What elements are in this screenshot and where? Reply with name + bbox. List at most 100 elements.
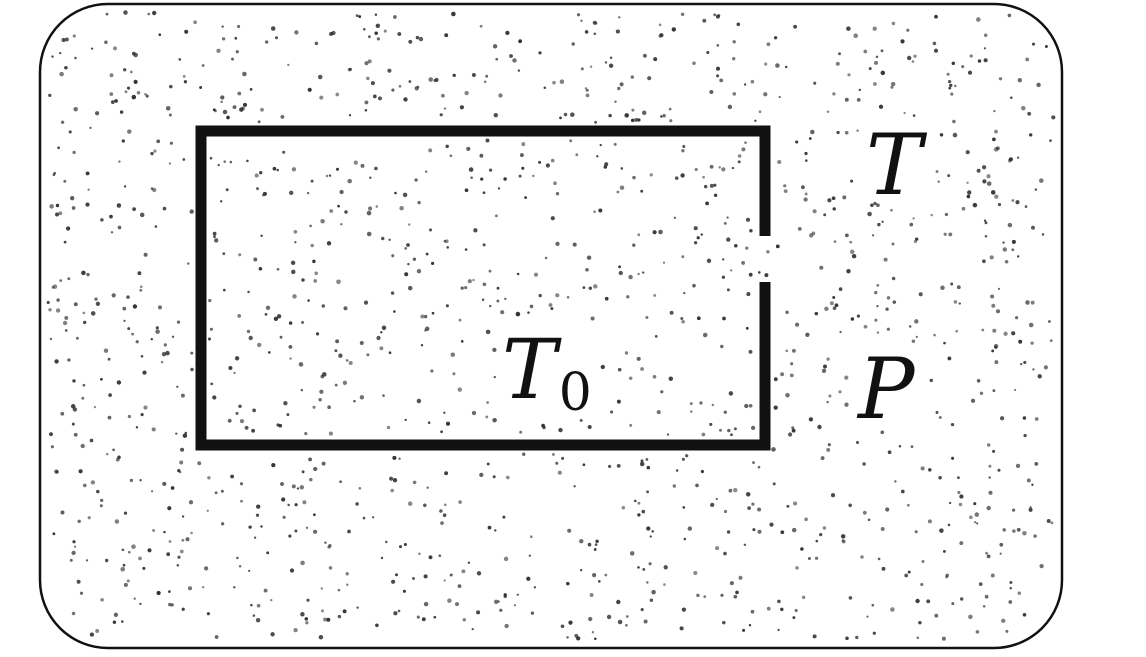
stipple-dot: [408, 223, 411, 226]
stipple-dot: [1009, 580, 1013, 585]
stipple-dot: [880, 70, 886, 76]
stipple-dot: [937, 180, 940, 183]
stipple-dot: [49, 204, 54, 209]
stipple-dot: [493, 112, 499, 118]
stipple-dot: [446, 246, 449, 249]
stipple-dot: [266, 551, 270, 555]
stipple-dot: [321, 461, 326, 466]
stipple-dot: [342, 380, 348, 385]
stipple-dot: [458, 318, 462, 322]
stipple-dot: [270, 26, 276, 31]
stipple-dot: [471, 627, 474, 631]
stipple-dot: [702, 18, 707, 23]
stipple-dot: [294, 30, 299, 35]
stipple-dot: [911, 60, 915, 63]
stipple-dot: [658, 23, 662, 27]
stipple-dot: [969, 515, 973, 520]
stipple-dot: [347, 67, 352, 72]
stipple-dot: [555, 241, 560, 247]
stipple-dot: [972, 202, 978, 208]
stipple-dot: [428, 228, 433, 232]
stipple-dot: [372, 516, 375, 519]
stipple-dot: [646, 581, 649, 584]
stipple-dot: [1016, 156, 1020, 159]
stipple-dot: [810, 129, 815, 135]
stipple-dot: [967, 190, 972, 195]
stipple-dot: [439, 509, 443, 513]
stipple-dot: [696, 316, 701, 321]
stipple-dot: [112, 620, 117, 624]
stipple-dot: [791, 428, 796, 433]
stipple-dot: [646, 526, 651, 531]
stipple-dot: [681, 148, 685, 153]
stipple-dot: [236, 556, 239, 560]
stipple-dot: [60, 510, 65, 515]
stipple-dot: [934, 613, 939, 618]
stipple-dot: [129, 70, 133, 74]
stipple-dot: [271, 462, 276, 468]
stipple-dot: [584, 30, 589, 34]
stipple-dot: [1008, 157, 1013, 162]
stipple-dot: [651, 530, 654, 533]
stipple-dot: [85, 559, 89, 562]
stipple-dot: [85, 171, 90, 176]
stipple-dot: [986, 505, 991, 511]
stipple-dot: [789, 373, 794, 378]
stipple-dot: [179, 460, 184, 465]
stipple-dot: [482, 243, 486, 247]
stipple-dot: [992, 449, 996, 453]
stipple-dot: [496, 286, 500, 290]
stipple-dot: [620, 167, 624, 170]
stipple-dot: [907, 570, 911, 574]
stipple-dot: [881, 220, 884, 223]
stipple-dot: [416, 85, 420, 89]
stipple-dot: [890, 81, 896, 87]
stipple-dot: [695, 483, 699, 488]
stipple-dot: [636, 356, 641, 361]
stipple-dot: [524, 196, 528, 200]
stipple-dot: [242, 102, 248, 107]
stipple-dot: [485, 329, 491, 335]
stipple-dot: [310, 179, 314, 183]
stipple-dot: [244, 425, 249, 430]
stipple-dot: [358, 486, 362, 490]
stipple-dot: [589, 65, 593, 68]
stipple-dot: [83, 320, 87, 325]
stipple-dot: [1037, 374, 1042, 379]
stipple-dot: [934, 14, 938, 19]
stipple-dot: [140, 354, 144, 358]
stipple-dot: [454, 602, 460, 607]
stipple-dot: [557, 470, 562, 475]
stipple-dot: [741, 147, 746, 152]
stipple-dot: [407, 285, 413, 291]
stipple-dot: [55, 308, 61, 313]
stipple-dot: [616, 190, 620, 194]
stipple-dot: [780, 607, 784, 612]
stipple-dot: [299, 485, 305, 490]
stipple-dot: [538, 160, 542, 164]
stipple-dot: [807, 556, 811, 561]
stipple-dot: [135, 340, 139, 344]
stipple-dot: [618, 270, 623, 276]
stipple-dot: [294, 529, 298, 533]
stipple-dot: [397, 609, 401, 613]
stipple-dot: [727, 104, 733, 110]
stipple-dot: [957, 490, 961, 495]
stipple-dot: [778, 95, 781, 99]
stipple-dot: [890, 208, 893, 212]
stipple-dot: [431, 311, 435, 315]
stipple-dot: [1025, 300, 1030, 305]
stipple-dot: [212, 395, 217, 400]
stipple-dot: [177, 469, 181, 473]
stipple-dot: [918, 620, 922, 625]
stipple-dot: [117, 225, 122, 230]
stipple-dot: [374, 166, 378, 171]
stipple-dot: [976, 168, 981, 173]
stipple-dot: [715, 66, 721, 71]
stipple-dot: [986, 181, 992, 186]
stipple-dot: [273, 316, 279, 321]
stipple-dot: [645, 457, 649, 461]
stipple-dot: [335, 167, 340, 171]
stipple-dot: [949, 83, 953, 88]
stipple-dot: [734, 244, 738, 248]
